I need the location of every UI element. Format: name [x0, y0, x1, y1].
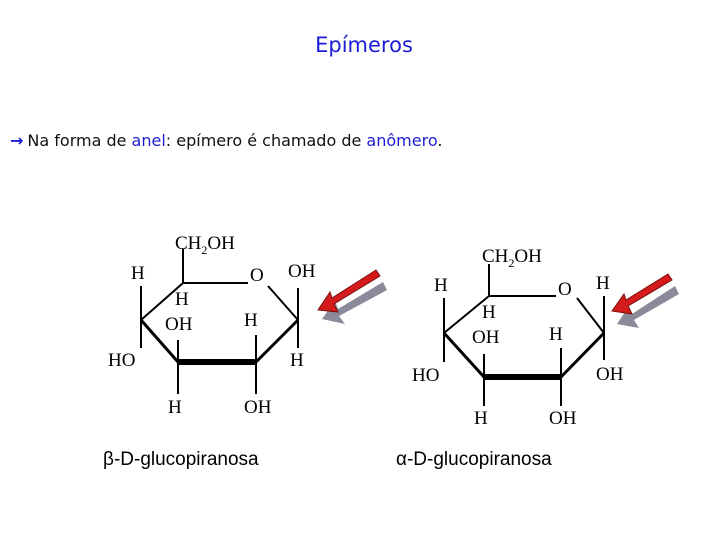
term-anomero: anômero: [366, 131, 438, 150]
beta-glucopyranose-structure: CH2OH O OH H H H OH H HO H OH β-D-glucop…: [103, 233, 387, 470]
alpha-anomeric-oh: OH: [596, 364, 624, 385]
bullet-part-2: : epímero é chamado de: [165, 131, 367, 150]
alpha-c5-h: H: [482, 302, 496, 323]
alpha-anomeric-h: H: [596, 273, 610, 294]
beta-anomeric-h: H: [290, 350, 304, 371]
alpha-anomer-arrow-icon: [611, 273, 679, 328]
alpha-ch2oh-label: CH2OH: [482, 246, 542, 270]
bullet-text: →Na forma de anel: epímero é chamado de …: [10, 131, 442, 150]
beta-c5-h: H: [175, 289, 189, 310]
beta-caption: β-D-glucopiranosa: [103, 449, 259, 470]
alpha-c4-h: H: [434, 275, 448, 296]
beta-anomer-arrow-icon: [317, 269, 387, 324]
beta-c4-ho: HO: [108, 350, 135, 371]
beta-c3-oh: OH: [165, 314, 193, 335]
beta-ring-oxygen: O: [250, 265, 264, 286]
alpha-c3-h: H: [474, 408, 488, 429]
alpha-ring: [442, 264, 606, 406]
alpha-glucopyranose-structure: CH2OH O H OH H H OH H HO H OH α-D-glucop…: [396, 246, 679, 470]
alpha-c2-oh: OH: [549, 408, 577, 429]
alpha-c4-ho: HO: [412, 365, 439, 386]
beta-ch2oh-label: CH2OH: [175, 233, 235, 257]
beta-c2-h: H: [244, 310, 258, 331]
bullet-arrow-icon: →: [10, 131, 24, 150]
bullet-part-3: .: [437, 131, 443, 150]
beta-c3-h: H: [168, 397, 182, 418]
beta-anomeric-oh: OH: [288, 261, 316, 282]
bullet-part-1: Na forma de: [27, 131, 132, 150]
slide-title: Epímeros: [315, 33, 413, 57]
alpha-ring-oxygen: O: [558, 279, 572, 300]
beta-c4-h: H: [131, 263, 145, 284]
beta-c2-oh: OH: [244, 397, 272, 418]
beta-ring: [139, 249, 300, 394]
term-anel: anel: [131, 131, 166, 150]
alpha-caption: α-D-glucopiranosa: [396, 449, 552, 470]
alpha-c3-oh: OH: [472, 327, 500, 348]
alpha-c2-h: H: [549, 324, 563, 345]
